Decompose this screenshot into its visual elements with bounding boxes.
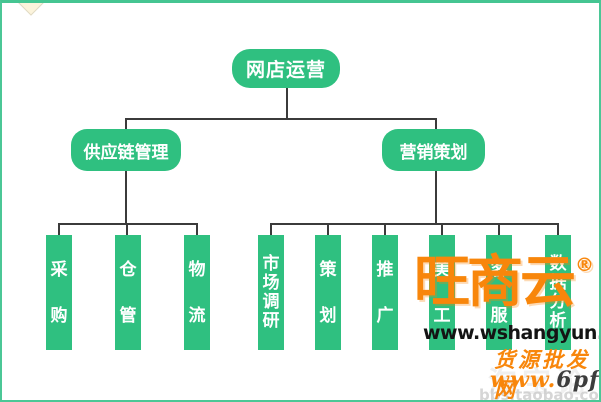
node-leaf-procurement: 采购 [46,235,72,350]
node-branch-marketing: 营销策划 [382,129,485,171]
connector-line [435,171,437,224]
node-leaf-promotion: 推广 [372,235,398,350]
shop-url-www: www. [490,367,557,393]
connector-line [498,223,500,236]
connector-line [270,223,272,236]
node-leaf-customer-service: 客服 [486,235,512,350]
connector-line [58,223,60,236]
watermark-shop-url: www.6pf.cn [490,367,599,393]
connector-line [125,118,127,131]
node-leaf-warehouse: 仓管 [115,235,141,350]
logo-text: 旺商云 [414,250,576,315]
node-branch-supply-chain: 供应链管理 [71,129,181,171]
connector-line [196,223,198,236]
connector-line [557,223,559,236]
node-leaf-data-analysis: 数据分析 [545,235,571,350]
node-root: 网店运营 [232,49,340,88]
connector-line [125,118,437,120]
node-leaf-planning: 策划 [315,235,341,350]
connector-line [441,223,443,236]
logo-watermark: 旺商云® [414,254,594,311]
ghost-watermark-url: bbs.taobao.com [479,386,601,402]
connector-line [327,223,329,236]
watermark-shop-name: 货源批发网 [494,347,590,402]
node-leaf-market-research: 市场调研 [258,235,284,350]
connector-line [125,171,127,224]
node-leaf-logistics: 物流 [184,235,210,350]
connector-line [58,223,198,225]
shop-url-domain: 6pf.cn [556,367,599,393]
registered-mark-icon: ® [575,254,594,276]
connector-line [384,223,386,236]
node-leaf-art-design: 美工 [429,235,455,350]
connector-line [286,88,288,119]
connector-line [270,223,559,225]
watermark-main-url: www.wshangyun.com [423,322,599,344]
connector-line [126,223,128,236]
connector-line [435,118,437,131]
corner-notch [18,3,44,16]
ghost-watermark-text: 淘宝论坛 [488,365,591,399]
